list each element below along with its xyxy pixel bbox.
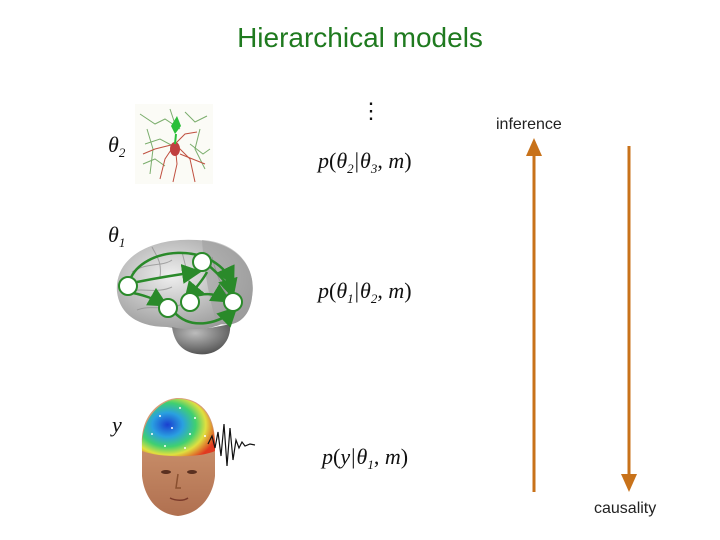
equation-level0: p(y|θ1, m) <box>322 444 409 472</box>
eq-model: m <box>384 444 401 469</box>
eq-model: m <box>388 148 405 173</box>
eq-variable: θ <box>336 148 348 173</box>
page-title: Hierarchical models <box>237 22 483 53</box>
param-subscript: 2 <box>118 145 126 160</box>
ellipsis-more-levels: ⋮ <box>360 98 382 123</box>
eq-condition-subscript: 1 <box>367 457 374 472</box>
param-symbol: y <box>112 412 122 437</box>
eq-variable-subscript: 1 <box>347 291 354 306</box>
param-theta2-label: θ2 <box>108 132 125 161</box>
eq-variable: θ <box>336 278 348 303</box>
eq-condition-subscript: 3 <box>370 161 378 176</box>
causality-label: causality <box>594 500 657 517</box>
causality-arrow <box>621 146 637 492</box>
param-theta1-label: θ1 <box>108 222 125 251</box>
eq-condition: θ <box>356 444 368 469</box>
eq-condition-subscript: 2 <box>370 291 378 306</box>
eq-function: p <box>318 148 329 173</box>
eq-variable-subscript: 2 <box>347 161 354 176</box>
brain-network-image <box>116 239 253 355</box>
equation-level1: p(θ1|θ2, m) <box>318 278 412 306</box>
param-symbol: θ <box>108 132 119 157</box>
eq-model: m <box>388 278 405 303</box>
param-y-label: y <box>112 412 122 441</box>
eq-condition: θ <box>360 278 371 303</box>
equation-level2: p(θ2|θ3, m) <box>318 148 412 176</box>
param-subscript: 1 <box>118 235 126 250</box>
inference-causality-arrows <box>526 138 637 492</box>
eq-condition: θ <box>360 148 371 173</box>
head-eeg-image <box>141 398 256 516</box>
eq-function: p <box>322 444 333 469</box>
param-symbol: θ <box>108 222 119 247</box>
inference-arrow <box>526 138 542 492</box>
neuron-image <box>135 104 213 184</box>
eq-variable: y <box>340 444 351 469</box>
inference-label: inference <box>496 116 562 133</box>
eq-function: p <box>318 278 329 303</box>
